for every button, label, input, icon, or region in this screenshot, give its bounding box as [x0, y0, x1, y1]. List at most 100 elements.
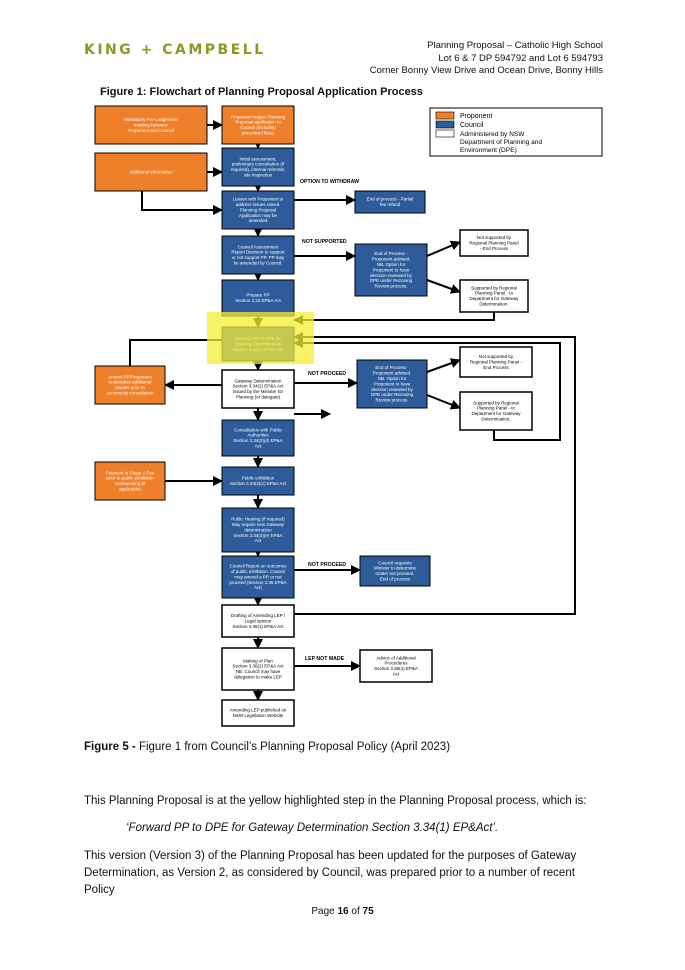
flow-arrow	[426, 279, 461, 294]
box-text: community consultation	[106, 390, 154, 395]
edge-label: NOT SUPPORTED	[302, 239, 347, 245]
end-rezoning-2-box: End of Process -Proponent advised.NB. Op…	[356, 359, 428, 409]
header-line: Planning Proposal – Catholic High School	[427, 40, 603, 51]
box-text: Additional information	[129, 169, 173, 174]
box-text: proceed (Section 3.35 EP&A	[229, 580, 286, 585]
public-hearing-box: Public Hearing (if required)May require …	[221, 507, 295, 553]
box-text: Regional Planning Panel	[469, 240, 518, 245]
box-text: NB. Option for	[378, 376, 407, 381]
header-line: Lot 6 & 7 DP 594792 and Lot 6 594793	[438, 52, 603, 64]
legend-swatch	[435, 120, 455, 129]
drafting-box: Drafting of Amending LEP /Legal opinionS…	[221, 604, 295, 638]
box-text: Public Hearing (if required)	[231, 517, 285, 522]
box-text: Liaison with Proponent to	[233, 197, 284, 202]
box-text: Planning Proposal	[240, 207, 277, 212]
box-text: prior to public exhibition	[106, 476, 154, 481]
flow-arrow	[293, 312, 495, 325]
initial-assessment-box: Initial assessment,preliminary consultat…	[221, 147, 295, 187]
edge-label: LEP NOT MADE	[305, 656, 345, 662]
box-text: - End Process	[480, 246, 509, 251]
flow-arrow	[293, 332, 576, 615]
box-text: Act	[255, 538, 262, 543]
box-text: Making of Plan	[243, 658, 273, 663]
box-text: decision reviewed by	[370, 273, 413, 278]
box-text: Amend PP/Proponent	[108, 374, 152, 379]
box-text: End of process	[380, 576, 411, 581]
box-text: Planning Panel - to	[475, 291, 514, 296]
box-text: undertakes additional	[109, 380, 152, 385]
box-text: Review process.	[374, 284, 407, 289]
box-text: Section 3.34(2)(d) EP&A	[233, 438, 282, 443]
box-text: may amend a PP or not	[234, 574, 282, 579]
legend-swatch	[435, 129, 455, 138]
footer-prefix: Page	[311, 906, 338, 917]
box-text: Section 3.36(2) EP&A Act	[232, 664, 284, 669]
box-text: DPE under Rezoning	[371, 392, 414, 397]
box-text: Proponent advised.	[373, 371, 412, 376]
box-text: Section 3.34(2) EP&A Act	[232, 384, 284, 389]
box-text: Council Report on outcomes	[230, 564, 288, 569]
box-text: Section 3.34(2)(c) EP&A Act	[230, 481, 287, 486]
box-text: studies prior to	[115, 385, 145, 390]
box-text: or not support PP. PP may	[232, 255, 285, 260]
legend-label: Proponent	[460, 113, 492, 120]
box-text: amended	[249, 218, 268, 223]
legend-frame	[429, 107, 603, 157]
box-text: address issues raised.	[236, 202, 281, 207]
box-text: Proponent advised.	[372, 257, 411, 262]
box-text: Prepare PP	[246, 293, 269, 298]
box-text: Regional Planning Panel -	[470, 359, 523, 364]
box-text: Procedures	[384, 661, 408, 666]
box-text: Proponent to have	[373, 267, 410, 272]
box-text: issued by the Minister for	[233, 389, 284, 394]
box-text: Section 3.36(1) EP&A Act	[232, 624, 284, 629]
box-text: End of process - Partial	[367, 197, 414, 202]
box-text: Planning Panel - to	[477, 406, 516, 411]
document-header: Planning Proposal – Catholic High School…	[370, 40, 603, 78]
box-text: Initial assessment,	[239, 156, 276, 161]
box-text: matter not proceed.	[375, 571, 414, 576]
box-text: Supported by Regional	[473, 400, 519, 405]
box-text: Authorities	[247, 433, 269, 438]
box-text: Determination.	[479, 301, 508, 306]
box-text: Consultation with Public	[234, 427, 283, 432]
box-text: End of Process -	[375, 365, 409, 370]
box-text: Not supported by	[477, 235, 512, 240]
box-text: End of Process -	[374, 251, 408, 256]
box-text: site inspection	[244, 172, 273, 177]
flow-arrow	[426, 358, 461, 373]
page-number: 16	[337, 906, 349, 917]
header-line: Corner Bonny View Drive and Ocean Drive,…	[369, 65, 603, 76]
box-text: Act	[255, 443, 262, 448]
box-text: Supported by Regional	[471, 285, 517, 290]
box-text: DPE under Rezoning	[370, 278, 413, 283]
box-text: Advice of Additional	[376, 655, 415, 660]
box-text: Drafting of Amending LEP /	[231, 613, 286, 618]
box-text: Council (including	[240, 125, 276, 130]
legend-label: Council	[460, 122, 484, 129]
box-text: Section 3.34(2)(e) EP&A	[233, 533, 282, 538]
box-text: Not supported by	[479, 354, 514, 359]
end-rezoning-box: End of Process -Proponent advised.NB. Op…	[354, 243, 428, 297]
box-text: determination	[244, 527, 272, 532]
box-text: NB. Option for	[377, 262, 406, 267]
box-text: commencing (if	[115, 481, 146, 486]
box-text: applicable)	[119, 486, 141, 491]
edge-label: OPTION TO WITHDRAW	[300, 179, 359, 185]
